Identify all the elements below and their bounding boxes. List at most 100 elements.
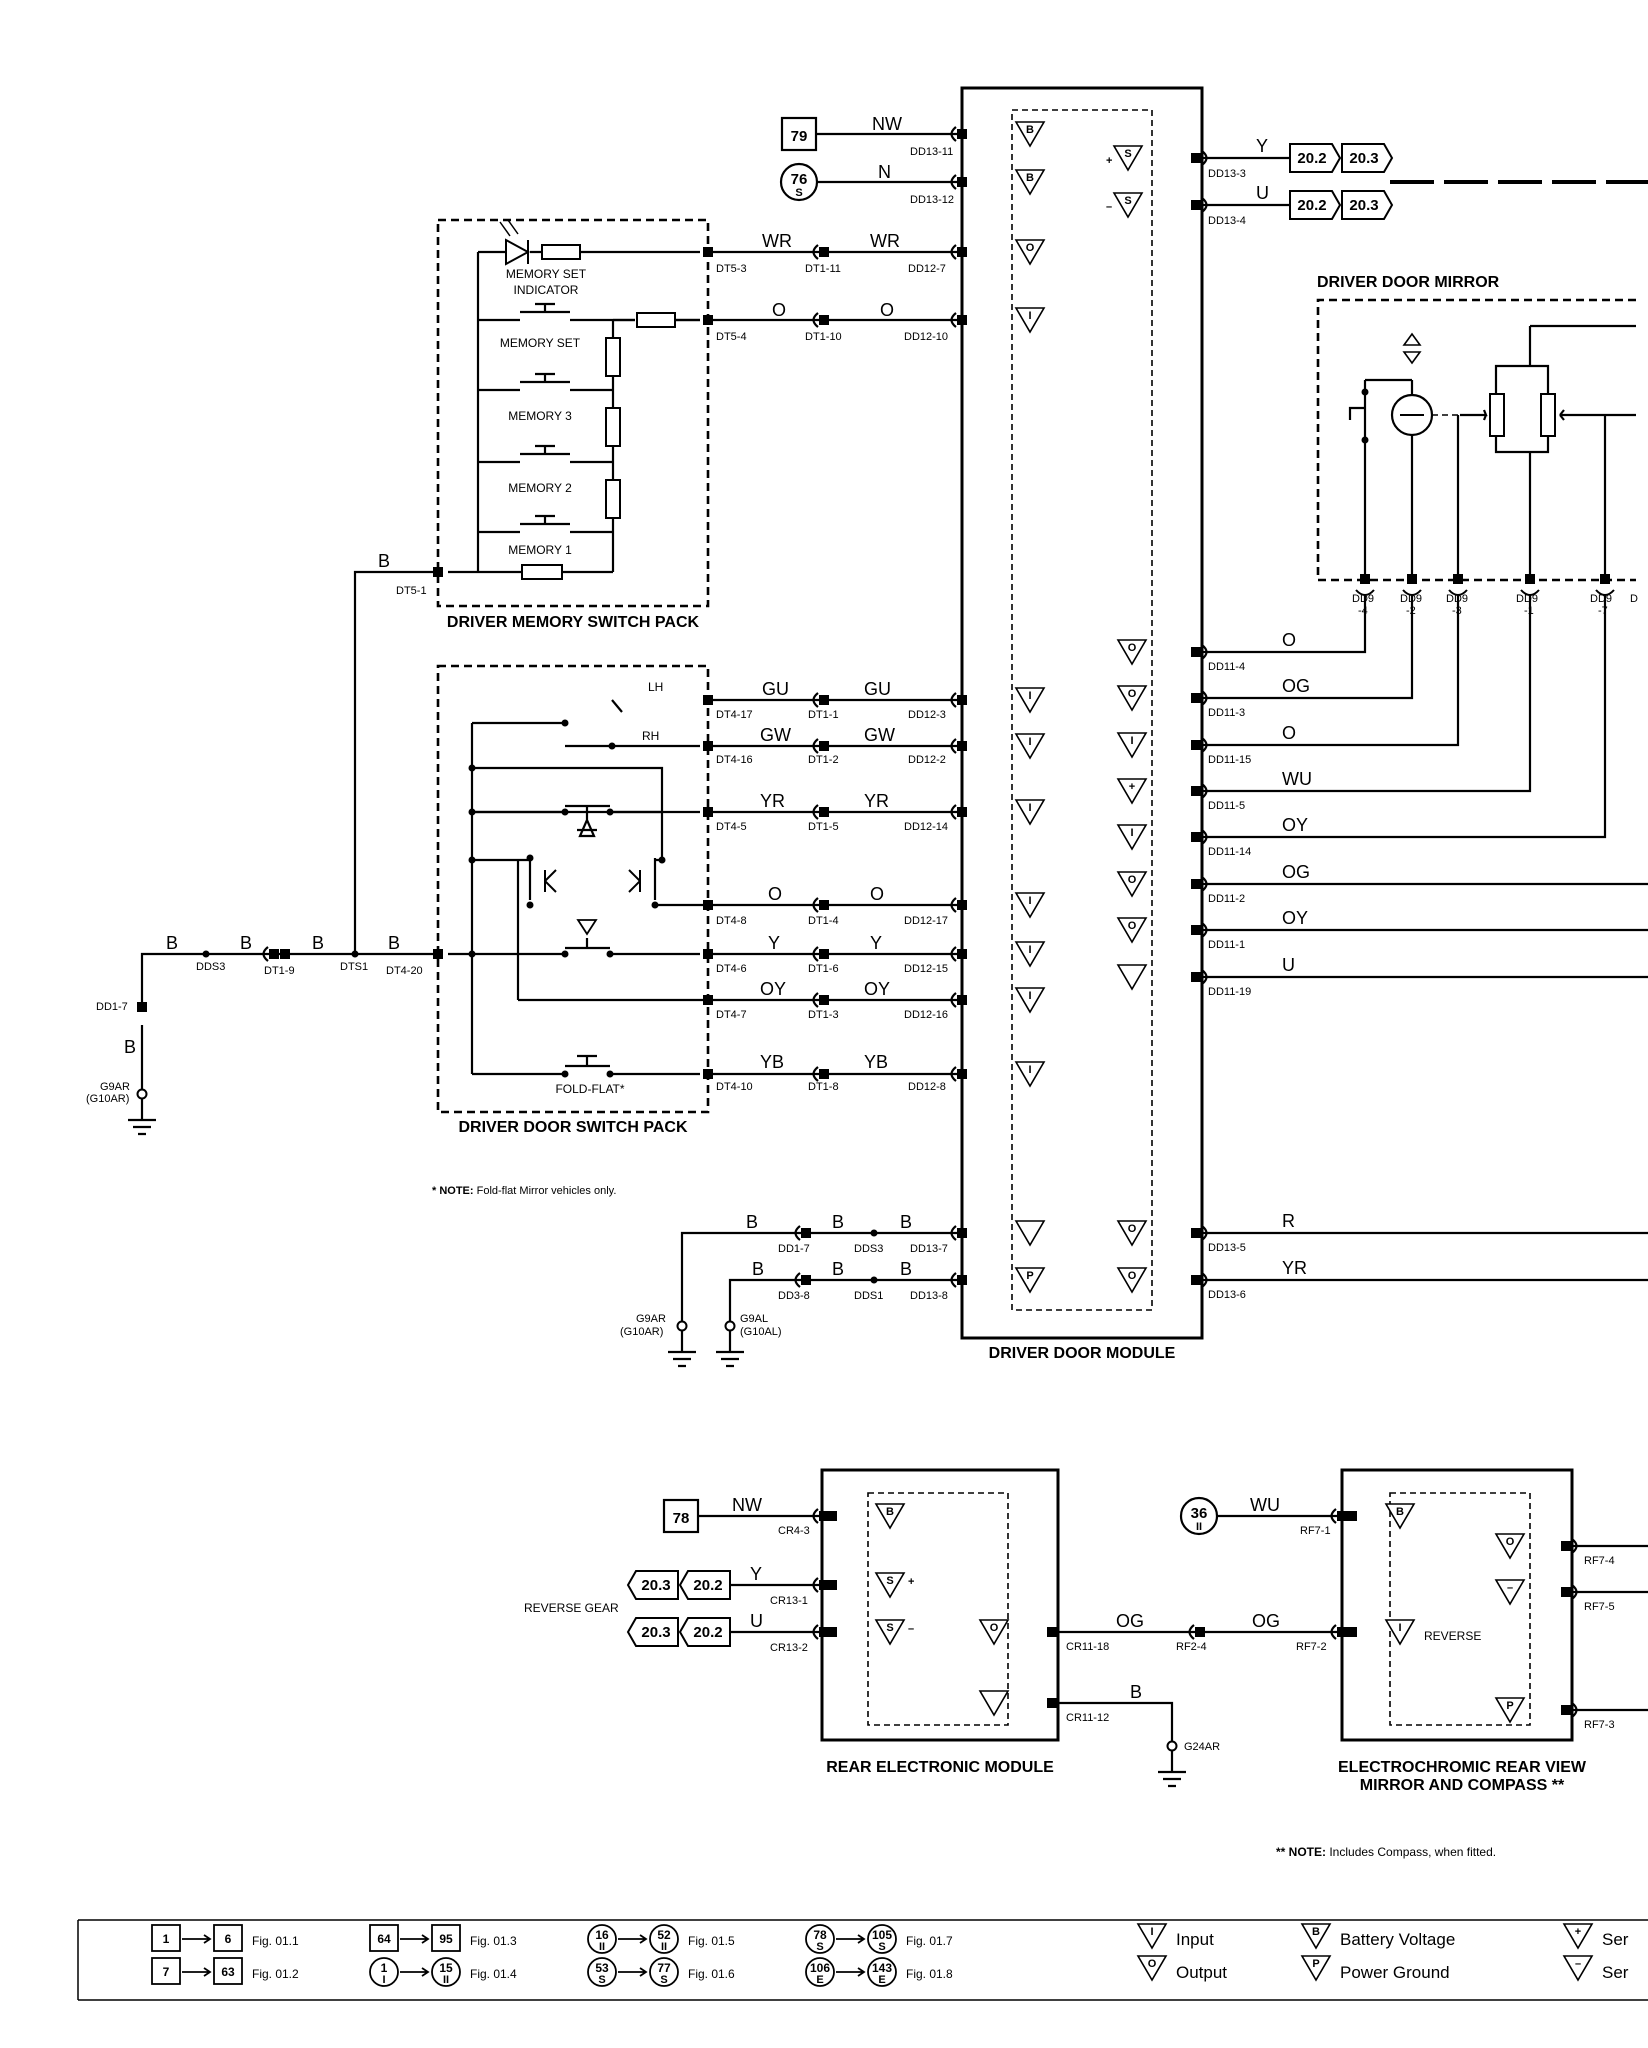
module-right-triangle-letter: +: [1129, 781, 1135, 793]
legend-from-num: 64: [377, 1932, 391, 1946]
svg-text:O: O: [870, 884, 884, 904]
module-right-socket: [1201, 150, 1208, 166]
svg-text:DD13-5: DD13-5: [1208, 1242, 1246, 1254]
legend-fig-label: Fig. 01.7: [906, 1934, 953, 1948]
svg-text:OY: OY: [1282, 908, 1308, 928]
ecm-socket: [1330, 1508, 1337, 1524]
module-sensor-minus-letter: S: [1124, 195, 1131, 207]
ecm-pin: [1347, 1627, 1357, 1637]
svg-text:(G10AR): (G10AR): [86, 1093, 129, 1105]
legend-from-num: 7: [163, 1965, 170, 1979]
svg-text:DD12-16: DD12-16: [904, 1009, 948, 1021]
module-left-triangle-letter: I: [1028, 944, 1031, 956]
module-left-triangle-letter: B: [1026, 172, 1034, 184]
legend-from-ref: [151, 1957, 181, 1985]
legend-to-ref: [867, 1924, 897, 1954]
module-right-pin: [1191, 200, 1201, 210]
rf2-4-connector-contact: [1195, 1627, 1205, 1637]
svg-text:B: B: [240, 933, 252, 953]
legend-from-num: 106: [810, 1961, 830, 1975]
svg-text:B: B: [312, 933, 324, 953]
module-left-pin-contact: [957, 900, 967, 910]
module-right-triangle-letter: O: [1128, 920, 1137, 932]
svg-text:II: II: [1196, 1521, 1202, 1533]
module-left-triangle: [1014, 941, 1046, 968]
module-right-socket: [1201, 690, 1208, 706]
dd3-8-connector: [794, 1272, 801, 1288]
svg-text:RF7-2: RF7-2: [1296, 1641, 1327, 1653]
svg-text:WU: WU: [1282, 769, 1312, 789]
module-left-pin-contact: [957, 247, 967, 257]
module-left-triangle-letter: P: [1026, 1270, 1033, 1282]
svg-text:DD11-4: DD11-4: [1208, 661, 1245, 673]
legend-input-symbol-letter: I: [1150, 1926, 1153, 1938]
inline-connector-contact: [819, 315, 829, 325]
dd1-7-connector: [794, 1225, 801, 1241]
svg-text:U: U: [750, 1611, 763, 1631]
svg-text:(G10AL): (G10AL): [740, 1326, 782, 1338]
legend-from-ref: [369, 1957, 399, 1987]
svg-text:CR11-12: CR11-12: [1066, 1712, 1109, 1724]
legend: Input Output Battery Voltage Power Groun…: [77, 1919, 1648, 2001]
module-left-pin: [950, 312, 957, 328]
legend-to-ref: [867, 1957, 897, 1987]
switch-pack-pin: [703, 741, 713, 751]
svg-text:Ser: Ser: [1602, 1930, 1629, 1949]
ref-20-2-tag-text: 20.2: [693, 1624, 722, 1641]
inline-connector-contact: [819, 995, 829, 1005]
svg-text:DD12-17: DD12-17: [904, 915, 948, 927]
rem-pin: [827, 1627, 837, 1637]
svg-text:DD12-3: DD12-3: [908, 709, 946, 721]
ecm-minus-letter: –: [1507, 1582, 1513, 1594]
module-grounds: B B B DD1-7 DDS3 DD13-7 B B B DD3-8 DDS1…: [620, 1212, 962, 1368]
module-right-socket: [1201, 922, 1208, 938]
memory-switch-pack-title: DRIVER MEMORY SWITCH PACK: [447, 614, 700, 631]
legend-fig-label: Fig. 01.8: [906, 1967, 953, 1981]
module-right-triangle: [1116, 778, 1148, 805]
module-sensor-minus: [1112, 192, 1144, 219]
rem-socket: [812, 1624, 819, 1640]
svg-text:GU: GU: [864, 679, 891, 699]
legend-from-ref: [369, 1924, 399, 1952]
svg-text:DT1-3: DT1-3: [808, 1009, 839, 1021]
rem-sensor-plus-sign: +: [908, 1576, 914, 1588]
module-right-triangle: [1116, 917, 1148, 944]
legend-fig-label: Fig. 01.2: [252, 1967, 299, 1981]
module-left-pin-contact: [957, 741, 967, 751]
svg-text:REAR ELECTRONIC MODULE: REAR ELECTRONIC MODULE: [826, 1759, 1054, 1776]
driver-memory-switch-pack: DRIVER MEMORY SWITCH PACK MEMORY SET IND…: [436, 218, 710, 631]
legend-arrow: [400, 1934, 430, 1944]
module-right-triangle-letter: O: [1128, 688, 1137, 700]
svg-text:(G10AR): (G10AR): [620, 1326, 663, 1338]
module-right-socket: [1201, 1225, 1208, 1241]
module-right-socket: [1201, 737, 1208, 753]
dd9-7-label: DD9: [1590, 593, 1612, 605]
switch-pack-pin: [703, 995, 713, 1005]
module-left-pin: [950, 897, 957, 913]
dd3-8-connector-contact: [801, 1275, 811, 1285]
svg-text:YB: YB: [864, 1052, 888, 1072]
legend-from-num: 1: [163, 1932, 170, 1946]
svg-text:CR13-2: CR13-2: [770, 1642, 808, 1654]
module-left-triangle: [1014, 1220, 1046, 1247]
switch-pack-pin: [433, 567, 443, 577]
ref-20-3-tag-text: 20.3: [1349, 150, 1378, 167]
module-left-triangle: [1014, 892, 1046, 919]
svg-text:DD13-3: DD13-3: [1208, 168, 1246, 180]
module-right-triangle-letter: O: [1128, 1223, 1137, 1235]
module-right-socket: [1201, 829, 1208, 845]
rem-pin: [827, 1580, 837, 1590]
svg-text:B: B: [832, 1212, 844, 1232]
module-right-triangle: [1116, 1267, 1148, 1294]
ecm-reverse-input: [1384, 1619, 1416, 1646]
legend-from-ref: [587, 1924, 617, 1954]
inline-connector-contact: [819, 900, 829, 910]
module-left-pin: [950, 244, 957, 260]
svg-text:ELECTROCHROMIC REAR VIEW: ELECTROCHROMIC REAR VIEW: [1338, 1759, 1587, 1776]
ecm-minus: [1494, 1579, 1526, 1606]
legend-to-sub: E: [878, 1974, 885, 1986]
svg-text:B: B: [388, 933, 400, 953]
svg-text:DD3-8: DD3-8: [778, 1290, 810, 1302]
svg-text:Output: Output: [1176, 1963, 1227, 1982]
